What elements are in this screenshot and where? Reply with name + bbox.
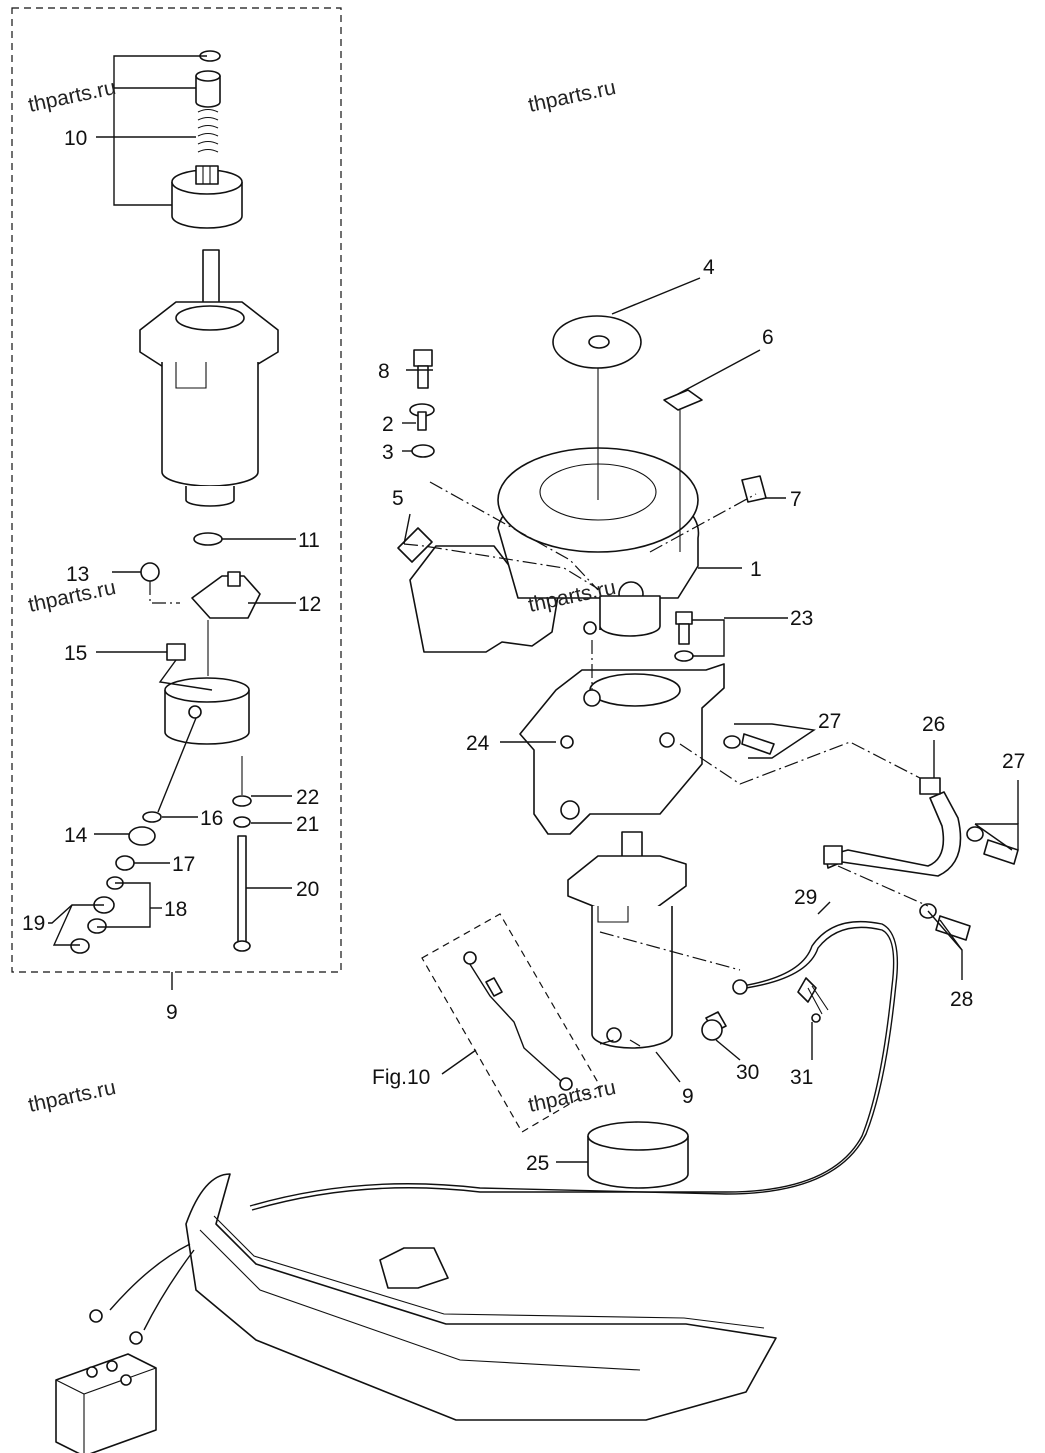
- watermark: thparts.ru: [526, 76, 618, 117]
- callout-17: 17: [172, 853, 195, 876]
- callout-27-upper: 27: [818, 710, 841, 733]
- bolt-27-right: [966, 826, 1019, 865]
- brush-holder-parts: [70, 532, 261, 954]
- callout-26: 26: [922, 713, 945, 736]
- fig-ref-label: Fig.10: [372, 1066, 430, 1089]
- callout-1: 1: [750, 558, 762, 581]
- callout-24: 24: [466, 732, 490, 755]
- callout-18: 18: [164, 898, 187, 921]
- starter-motor-housing: [139, 249, 279, 507]
- callout-19: 19: [22, 912, 45, 935]
- cover-plate: [397, 315, 767, 563]
- callout-9-kit: 9: [166, 1001, 178, 1024]
- callout-2: 2: [382, 413, 394, 436]
- callout-3: 3: [382, 441, 394, 464]
- callout-7: 7: [790, 488, 802, 511]
- callout-14: 14: [64, 824, 88, 847]
- callout-10: 10: [64, 127, 87, 150]
- watermark: thparts.ru: [26, 76, 118, 117]
- kit-boundary: [11, 7, 342, 973]
- callout-22: 22: [296, 786, 319, 809]
- callout-29: 29: [794, 886, 817, 909]
- bolt-23: [674, 611, 694, 662]
- bolt-27-upper: [723, 733, 775, 755]
- battery-cable-29: [249, 920, 899, 1207]
- bolt-8: [413, 349, 433, 389]
- callout-8: 8: [378, 360, 390, 383]
- callout-27-right: 27: [1002, 750, 1025, 773]
- callout-12: 12: [298, 593, 321, 616]
- callout-31: 31: [790, 1066, 813, 1089]
- callout-13: 13: [66, 563, 89, 586]
- watermark: thparts.ru: [26, 1076, 118, 1117]
- callout-5: 5: [392, 487, 404, 510]
- washer-3: [411, 444, 435, 458]
- callout-6: 6: [762, 326, 774, 349]
- ring-gear-25: [587, 1121, 689, 1189]
- starter-motor-9: [567, 831, 687, 1049]
- callout-20: 20: [296, 878, 319, 901]
- solenoid-30: [701, 1011, 727, 1041]
- fig10-group: [421, 913, 601, 1133]
- callout-23: 23: [790, 607, 813, 630]
- callout-30: 30: [736, 1061, 759, 1084]
- callout-11: 11: [298, 529, 320, 552]
- callout-21: 21: [296, 813, 319, 836]
- battery: [55, 1353, 157, 1453]
- callout-15: 15: [64, 642, 87, 665]
- callout-4: 4: [703, 256, 715, 279]
- callout-25: 25: [526, 1152, 549, 1175]
- bolt-28: [919, 903, 971, 941]
- pinion-assembly: [171, 50, 243, 229]
- strap-bracket-26: [823, 777, 962, 877]
- starter-bracket: [519, 663, 725, 835]
- callout-9-motor: 9: [682, 1085, 694, 1108]
- callout-16: 16: [200, 807, 223, 830]
- callout-28: 28: [950, 988, 973, 1011]
- boat-hull: [185, 1173, 777, 1421]
- flywheel-cover-assembly: [409, 447, 700, 653]
